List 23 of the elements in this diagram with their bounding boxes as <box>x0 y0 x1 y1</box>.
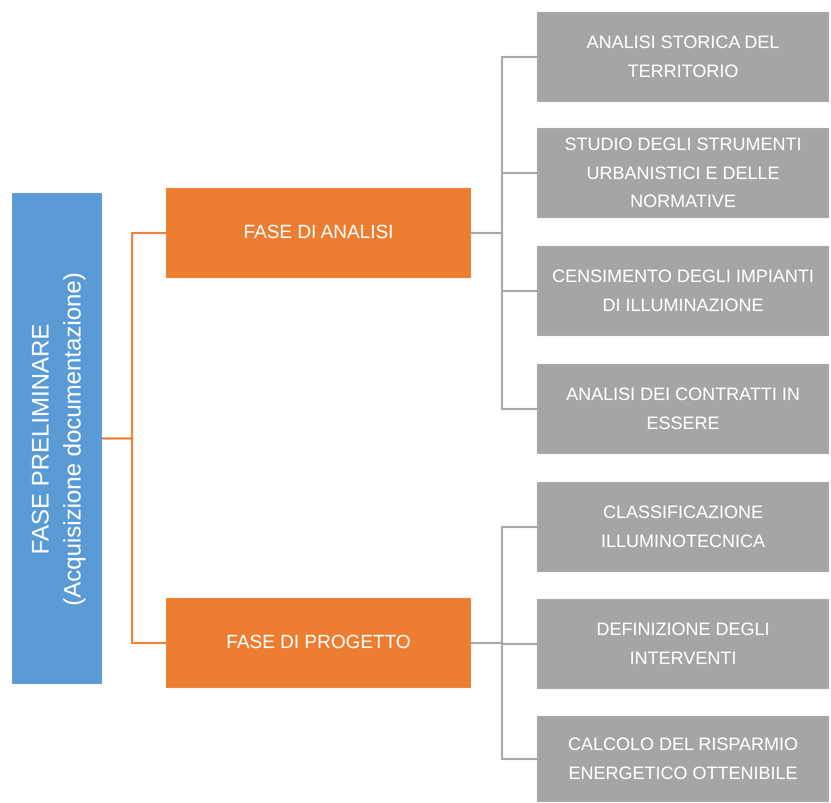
phase-title: CALCOLO DEL RISPARMIO ENERGETICO OTTENIBILE <box>566 733 800 785</box>
phase-box <box>166 598 471 688</box>
phase-bar <box>12 193 102 684</box>
activity-box <box>537 716 829 802</box>
phase-title: ANALISI DEI CONTRATTI IN ESSERE <box>565 383 801 435</box>
activity-box <box>537 246 829 336</box>
activity-box <box>537 364 829 454</box>
phase-title: FASE DI PROGETTO <box>226 632 411 654</box>
activity-box <box>537 482 829 572</box>
phase-title: DEFINIZIONE DEGLI INTERVENTI <box>595 618 771 670</box>
phase-subtitle: (Acquisizione documentazione) <box>58 272 87 606</box>
phase-title: FASE PRELIMINARE <box>26 323 55 554</box>
phase-box <box>166 188 471 278</box>
phase-title: ANALISI STORICA DEL TERRITORIO <box>586 31 780 83</box>
connector-line <box>471 232 537 410</box>
phase-title: FASE DI ANALISI <box>244 222 394 244</box>
activity-box <box>537 599 829 689</box>
phase-title: STUDIO DEGLI STRUMENTI URBANISTICI E DELLE NORMATIVE <box>563 132 802 214</box>
activity-box <box>537 12 829 102</box>
activity-box <box>537 128 829 218</box>
connector-line <box>102 438 166 644</box>
phase-title: CLASSIFICAZIONE ILLUMINOTECNICA <box>600 501 766 553</box>
phase-title: CENSIMENTO DEGLI IMPIANTI DI ILLUMINAZIONE <box>551 265 815 317</box>
